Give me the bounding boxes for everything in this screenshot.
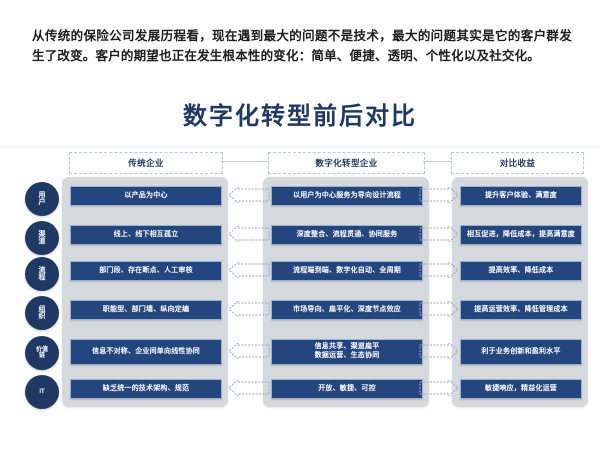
benefit-cell-text: 提高效率、降低成本 bbox=[488, 266, 554, 274]
traditional-cell-text: 线上、线下相互孤立 bbox=[113, 230, 179, 238]
dimension-label-line1: 渠 bbox=[38, 230, 46, 238]
dimension-label-line2: 织 bbox=[38, 313, 46, 320]
digital-cell-text: 深度整合、流程贯通、协同服务 bbox=[296, 230, 398, 238]
digital-cell: 市场导向、扁平化、深度节点效应 bbox=[271, 300, 423, 320]
right-arrow-icon bbox=[419, 187, 459, 203]
dimension-label-line1: 用 bbox=[38, 191, 46, 199]
right-arrow-icon bbox=[419, 343, 459, 359]
digital-cell: 深度整合、流程贯通、协同服务 bbox=[271, 225, 423, 245]
dimension-badge: 流程 bbox=[25, 257, 59, 291]
dimension-label-line2: 道 bbox=[38, 238, 46, 245]
dimension-label-line1: 组 bbox=[38, 305, 46, 313]
left-arrow-icon bbox=[228, 343, 270, 359]
left-arrow-icon bbox=[228, 301, 270, 317]
left-arrow-icon bbox=[228, 262, 270, 278]
benefit-cell-text: 利于业务创新和盈利水平 bbox=[481, 347, 561, 355]
digital-cell-text: 信息共享、渠道扁平 bbox=[314, 343, 380, 351]
left-arrow-icon bbox=[228, 226, 270, 242]
digital-cell-text: 以用户为中心服务为导向设计流程 bbox=[293, 191, 401, 199]
traditional-cell-text: 信息不对称、企业间单向线性协同 bbox=[92, 347, 200, 355]
right-arrow-icon bbox=[419, 262, 459, 278]
header-connector-line-1 bbox=[221, 161, 268, 162]
column-header-traditional: 传统企业 bbox=[69, 152, 223, 174]
digital-cell: 以用户为中心服务为导向设计流程 bbox=[271, 186, 423, 206]
benefit-cell: 提高效率、降低成本 bbox=[460, 261, 582, 281]
dimension-label-line1: 流 bbox=[38, 266, 46, 274]
title-divider-band bbox=[0, 143, 600, 149]
dimension-badge: 组织 bbox=[25, 296, 59, 330]
dimension-label-line1: 价值 bbox=[35, 346, 48, 353]
traditional-cell-text: 以产品为中心 bbox=[124, 191, 168, 199]
benefit-cell-text: 相互促进，降低成本，提高满意度 bbox=[467, 230, 575, 238]
traditional-cell: 以产品为中心 bbox=[70, 186, 222, 206]
dimension-badge: IT bbox=[25, 375, 59, 409]
digital-cell: 信息共享、渠道扁平数据运营、生态协同 bbox=[271, 339, 423, 365]
traditional-cell: 部门段、存在断点、人工审核 bbox=[70, 261, 222, 281]
page-title: 数字化转型前后对比 bbox=[183, 103, 417, 130]
digital-cell-text: 流程端到端、数字化自动、全周期 bbox=[293, 266, 401, 274]
benefit-cell-text: 敏捷响应，精益化运营 bbox=[485, 384, 557, 392]
column-header-digital: 数字化转型企业 bbox=[268, 152, 425, 174]
benefit-cell: 敏捷响应，精益化运营 bbox=[460, 379, 582, 399]
right-arrow-icon bbox=[419, 301, 459, 317]
dimension-label-line2: 程 bbox=[38, 274, 46, 281]
traditional-cell-text: 职能型、部门墙、纵向定编 bbox=[102, 305, 190, 313]
benefit-cell: 相互促进，降低成本，提高满意度 bbox=[460, 225, 582, 245]
panel-digital bbox=[263, 177, 429, 407]
digital-cell-text: 市场导向、扁平化、深度节点效应 bbox=[293, 305, 401, 313]
dimension-label-line1: IT bbox=[39, 388, 45, 395]
traditional-cell-text: 部门段、存在断点、人工审核 bbox=[99, 266, 193, 274]
traditional-cell: 职能型、部门墙、纵向定编 bbox=[70, 300, 222, 320]
panel-traditional bbox=[62, 177, 228, 407]
benefit-cell: 提高运营效率、降低管理成本 bbox=[460, 300, 582, 320]
digital-cell-text: 开放、敏捷、可控 bbox=[318, 384, 376, 392]
panel-benefit bbox=[452, 177, 588, 407]
header-connector-line-2 bbox=[423, 161, 451, 162]
intro-paragraph: 从传统的保险公司发展历程看，现在遇到最大的问题不是技术，最大的问题其实是它的客户… bbox=[32, 29, 572, 64]
left-arrow-icon bbox=[228, 380, 270, 396]
dimension-badge: 价值链 bbox=[25, 336, 59, 370]
right-arrow-icon bbox=[419, 226, 459, 242]
digital-cell-text: 数据运营、生态协同 bbox=[314, 352, 380, 359]
dimension-badge: 用户 bbox=[25, 182, 59, 216]
dimension-label-line2: 链 bbox=[38, 353, 45, 359]
left-arrow-icon bbox=[228, 187, 270, 203]
traditional-cell: 缺乏统一的技术架构、规范 bbox=[70, 379, 222, 399]
benefit-cell: 提升客户体验、满意度 bbox=[460, 186, 582, 206]
traditional-cell: 信息不对称、企业间单向线性协同 bbox=[70, 339, 222, 365]
digital-cell: 开放、敏捷、可控 bbox=[271, 379, 423, 399]
benefit-cell: 利于业务创新和盈利水平 bbox=[460, 339, 582, 365]
benefit-cell-text: 提高运营效率、降低管理成本 bbox=[474, 305, 568, 313]
traditional-cell-text: 缺乏统一的技术架构、规范 bbox=[102, 384, 190, 392]
benefit-cell-text: 提升客户体验、满意度 bbox=[485, 191, 557, 199]
dimension-badge: 渠道 bbox=[25, 221, 59, 255]
dimension-label-line2: 户 bbox=[38, 199, 46, 206]
digital-cell: 流程端到端、数字化自动、全周期 bbox=[271, 261, 423, 281]
column-header-benefit: 对比收益 bbox=[451, 152, 584, 174]
traditional-cell: 线上、线下相互孤立 bbox=[70, 225, 222, 245]
right-arrow-icon bbox=[419, 380, 459, 396]
